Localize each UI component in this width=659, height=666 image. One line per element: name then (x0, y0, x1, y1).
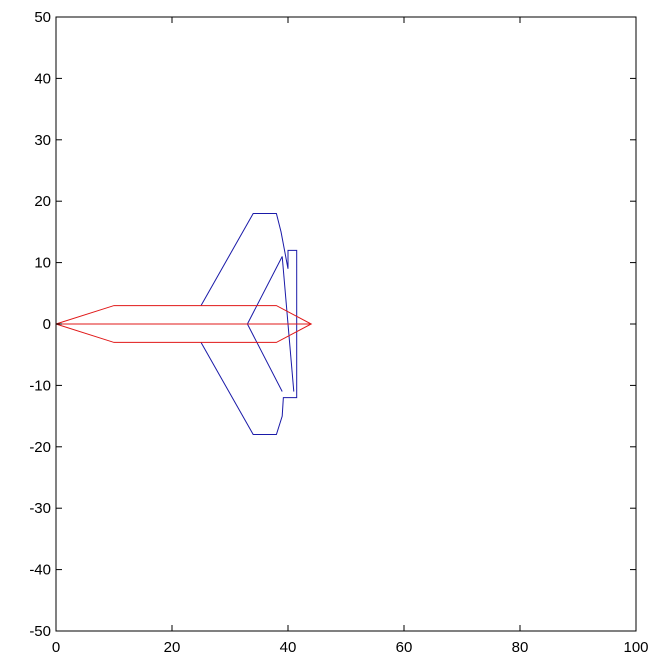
y-tick-label: -50 (29, 623, 51, 640)
x-tick-label: 100 (623, 639, 648, 656)
series-line-0 (200, 212, 298, 436)
ticks-group (55, 16, 637, 632)
y-tick-label: -40 (29, 562, 51, 579)
y-tick-label: -30 (29, 500, 51, 517)
x-tick-label: 0 (52, 639, 60, 656)
tick-labels-group: 0 20 40 60 80 100 -50 -40 -30 -20 -10 0 10 20 30 40 50 (29, 9, 648, 656)
x-tick-label: 80 (512, 639, 529, 656)
y-tick-label: 0 (43, 316, 51, 333)
x-tick-label: 60 (396, 639, 413, 656)
x-tick-label: 20 (164, 639, 181, 656)
y-tick-label: 30 (34, 132, 51, 149)
x-tick-label: 40 (280, 639, 297, 656)
y-tick-label: -10 (29, 377, 51, 394)
y-tick-label: 50 (34, 9, 51, 26)
y-tick-label: 10 (34, 255, 51, 272)
y-tick-label: 20 (34, 193, 51, 210)
y-tick-label: 40 (34, 70, 51, 87)
series-group (55, 212, 313, 436)
y-tick-label: -20 (29, 439, 51, 456)
